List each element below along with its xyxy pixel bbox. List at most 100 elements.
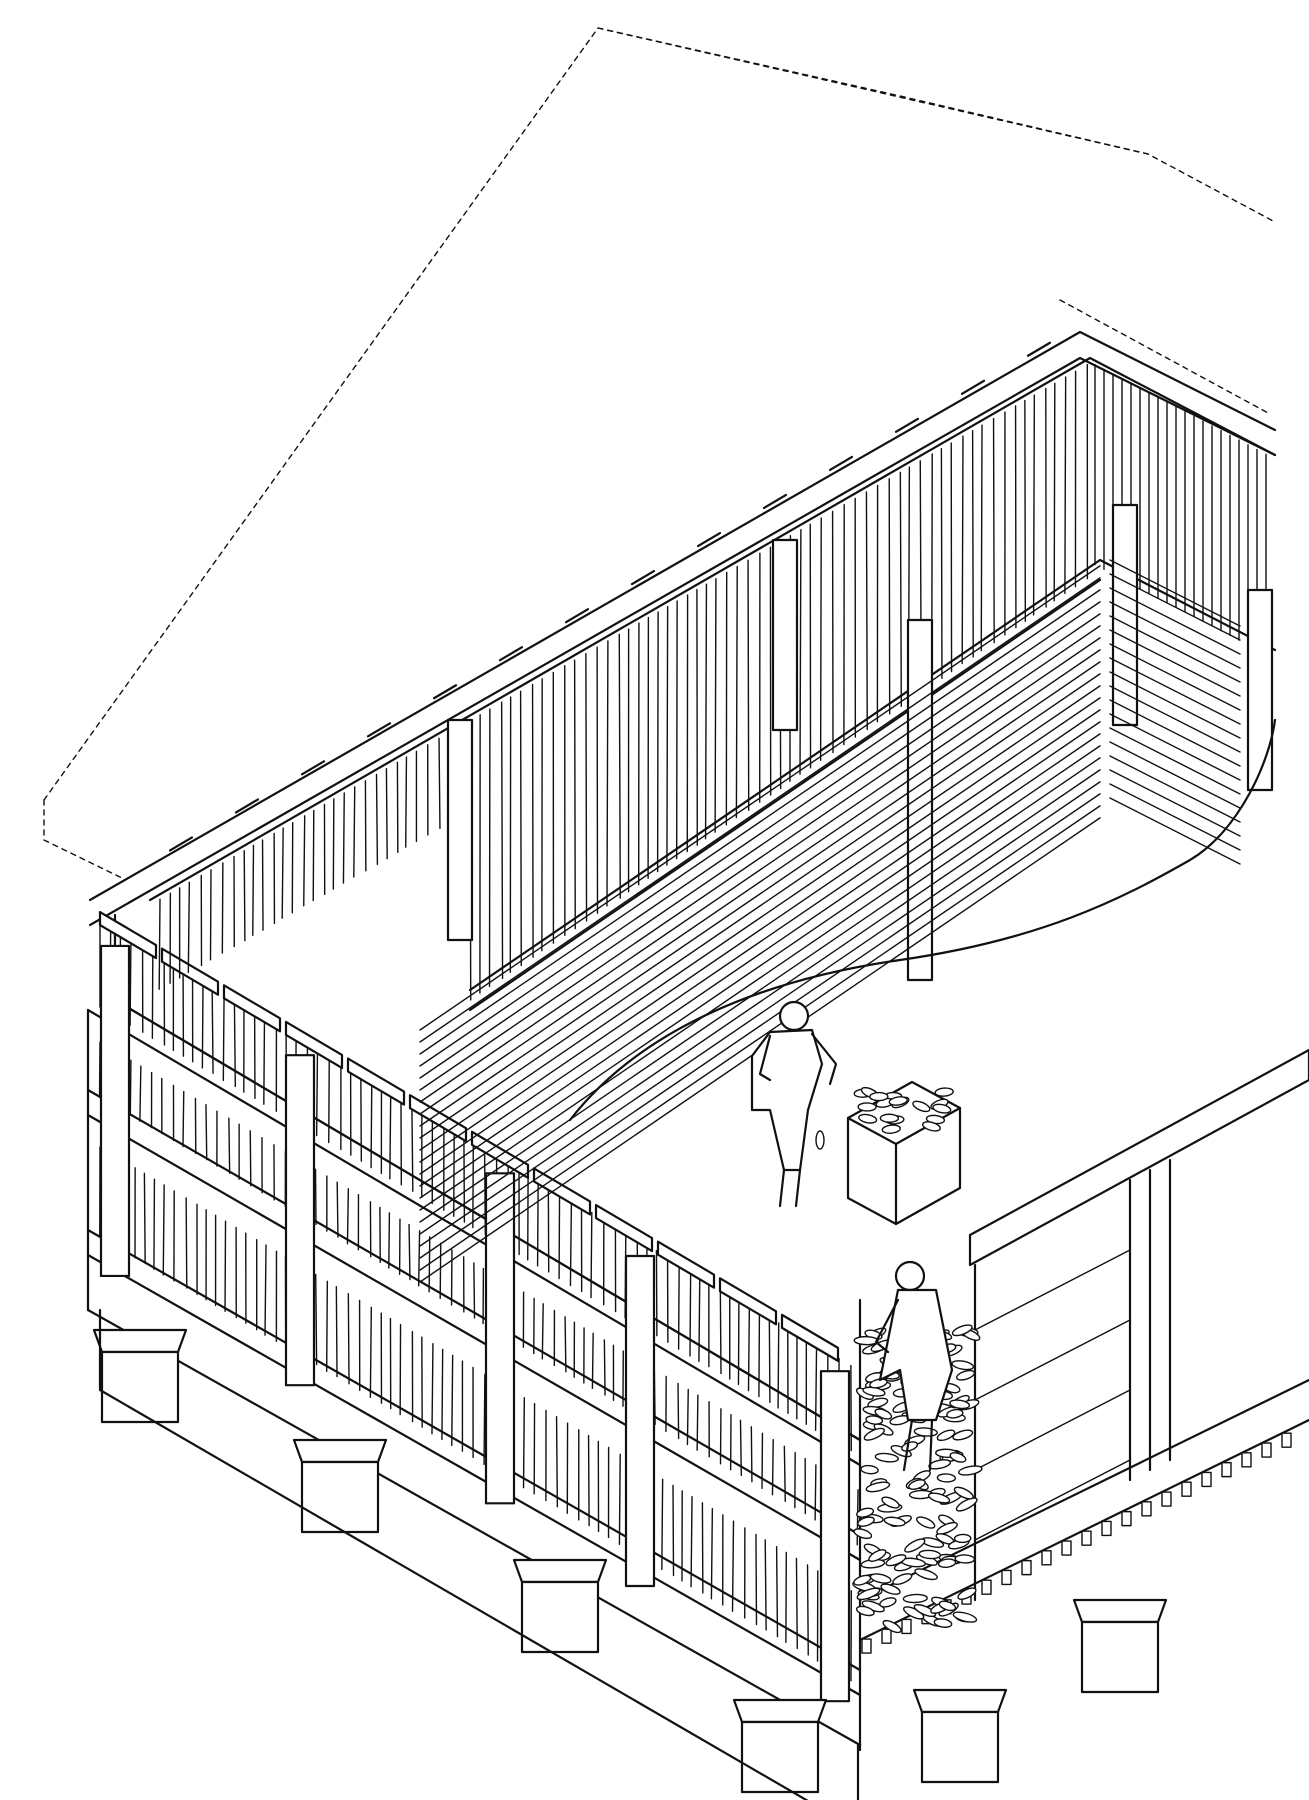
board <box>312 809 315 902</box>
board <box>439 1242 442 1300</box>
log-piece <box>853 1528 873 1540</box>
board <box>806 1564 809 1656</box>
log <box>1109 587 1241 655</box>
log-piece <box>953 1533 972 1544</box>
coping-board <box>284 1020 344 1070</box>
board <box>710 1508 714 1600</box>
log-piece <box>954 1554 976 1564</box>
log-piece <box>856 1507 875 1518</box>
board <box>328 1056 330 1144</box>
board <box>591 1332 594 1390</box>
log-piece <box>912 1100 931 1113</box>
board <box>228 1117 231 1174</box>
board <box>185 1197 188 1289</box>
log <box>419 637 1101 1103</box>
log-piece <box>881 1496 900 1509</box>
log <box>1109 755 1241 823</box>
sleeper <box>1101 1520 1112 1537</box>
board <box>795 1557 798 1650</box>
log-piece <box>868 1549 887 1562</box>
sleeper <box>1161 1491 1172 1507</box>
board <box>221 862 224 954</box>
log-piece <box>904 1538 926 1553</box>
log <box>1109 657 1241 725</box>
log-piece <box>865 1415 884 1425</box>
board <box>719 1287 722 1375</box>
board <box>961 435 964 665</box>
board <box>819 517 822 761</box>
wall-post <box>1246 588 1274 792</box>
log-piece <box>932 1103 952 1114</box>
log <box>419 649 1101 1115</box>
log <box>1109 727 1241 795</box>
stone-pier <box>512 1558 608 1654</box>
board <box>750 1426 753 1483</box>
inner-log-wall <box>419 559 1241 1283</box>
log-piece <box>879 1113 900 1123</box>
board <box>690 1496 693 1588</box>
sleeper <box>881 1628 892 1644</box>
coping-cleat <box>762 493 788 510</box>
board <box>618 633 621 899</box>
board <box>573 659 576 930</box>
board <box>389 1093 392 1180</box>
board <box>264 1244 267 1336</box>
coping-board <box>594 1203 654 1253</box>
log-piece <box>902 1593 928 1604</box>
board <box>606 640 609 907</box>
board <box>370 1081 373 1169</box>
log-piece <box>869 1378 888 1389</box>
log-piece <box>952 1429 974 1441</box>
log-piece <box>892 1573 913 1586</box>
log-piece <box>880 1583 901 1595</box>
log-piece <box>958 1465 983 1476</box>
sleeper <box>1181 1481 1192 1497</box>
board <box>522 1396 526 1489</box>
board <box>714 577 717 833</box>
coping-board <box>408 1094 468 1143</box>
board <box>441 1348 444 1441</box>
sleeper <box>1081 1530 1092 1546</box>
wall-post <box>1111 503 1139 727</box>
board <box>587 1434 590 1527</box>
log-piece <box>879 1597 897 1608</box>
log <box>419 733 1101 1199</box>
board <box>347 1293 350 1385</box>
coping-cleat <box>1026 341 1052 357</box>
coping-cleat <box>960 379 986 395</box>
log <box>419 625 1101 1091</box>
log <box>419 673 1101 1139</box>
log-piece <box>888 1096 908 1106</box>
coping-board <box>98 910 158 960</box>
board <box>252 844 255 937</box>
log-piece <box>952 1611 978 1623</box>
board <box>747 1304 751 1392</box>
board <box>590 1211 593 1299</box>
board <box>735 565 738 819</box>
log <box>419 793 1101 1259</box>
sleeper <box>1121 1510 1132 1527</box>
board <box>222 994 225 1082</box>
log-piece <box>883 1516 906 1527</box>
log <box>419 613 1101 1079</box>
log-piece <box>869 1091 889 1102</box>
log <box>1109 769 1241 837</box>
log-piece <box>955 1497 978 1512</box>
roof-outline-dashed <box>43 27 1276 879</box>
board <box>689 1270 692 1357</box>
board <box>315 1273 318 1366</box>
board <box>1032 394 1036 616</box>
log-piece <box>857 1516 875 1527</box>
coping-board <box>160 947 220 996</box>
log <box>1109 601 1241 669</box>
board <box>281 827 284 919</box>
front-wall-posts <box>99 944 851 1703</box>
board <box>656 611 659 873</box>
coping-board <box>346 1057 406 1106</box>
wall-post <box>624 1254 656 1588</box>
board <box>346 1188 350 1245</box>
log-piece <box>858 1113 878 1124</box>
bending-worker-figure <box>874 1260 954 1472</box>
board <box>696 1394 699 1451</box>
